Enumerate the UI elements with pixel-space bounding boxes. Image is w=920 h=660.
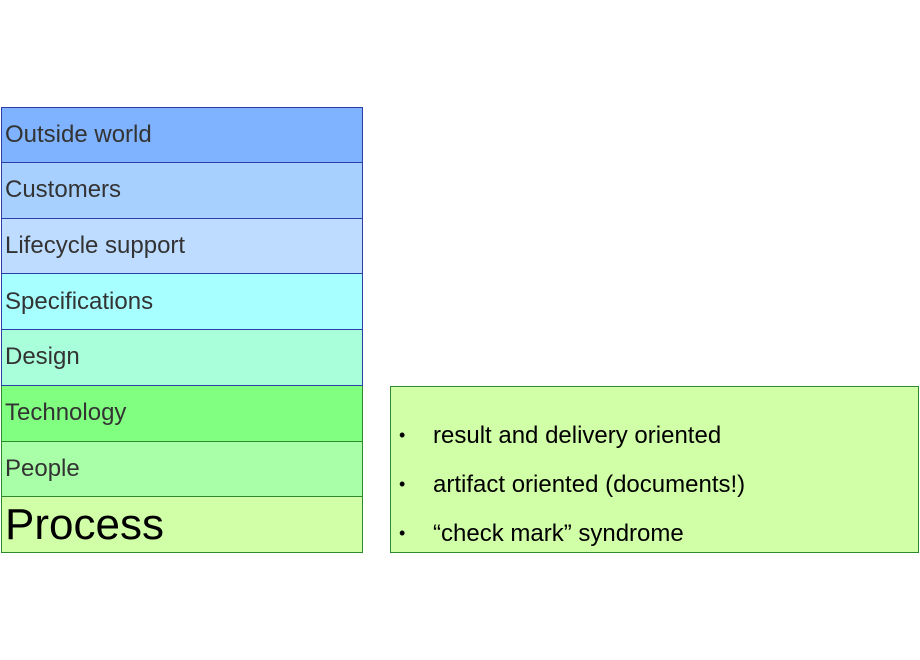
layer-label: Process bbox=[5, 499, 164, 549]
characteristics-list: • result and delivery oriented • artifac… bbox=[391, 411, 918, 558]
layer-lifecycle-support: Lifecycle support bbox=[1, 218, 363, 275]
bullet-icon: • bbox=[399, 523, 406, 543]
list-item-text: “check mark” syndrome bbox=[433, 519, 684, 547]
layer-outside-world: Outside world bbox=[1, 107, 363, 163]
list-item: • result and delivery oriented bbox=[391, 411, 918, 460]
layer-label: Specifications bbox=[5, 287, 154, 315]
layer-label: Technology bbox=[5, 399, 127, 427]
list-item: • artifact oriented (documents!) bbox=[391, 460, 918, 509]
list-item-text: result and delivery oriented bbox=[433, 421, 722, 449]
list-item-text: artifact oriented (documents!) bbox=[433, 470, 746, 498]
bullet-icon: • bbox=[399, 474, 406, 494]
layer-technology: Technology bbox=[1, 385, 363, 442]
layer-people: People bbox=[1, 441, 363, 498]
layer-label: Lifecycle support bbox=[5, 231, 186, 259]
list-item: • “check mark” syndrome bbox=[391, 509, 918, 558]
bullet-icon: • bbox=[399, 425, 406, 445]
layer-label: Design bbox=[5, 343, 80, 371]
layer-label: People bbox=[5, 454, 80, 482]
process-characteristics-box: • result and delivery oriented • artifac… bbox=[390, 386, 919, 553]
layer-specifications: Specifications bbox=[1, 274, 363, 330]
layer-customers: Customers bbox=[1, 162, 363, 219]
layer-design: Design bbox=[1, 330, 363, 386]
layer-process: Process bbox=[1, 497, 363, 553]
layer-label: Outside world bbox=[5, 120, 152, 148]
layer-stack: Outside world Customers Lifecycle suppor… bbox=[1, 107, 363, 553]
layer-label: Customers bbox=[5, 176, 122, 204]
